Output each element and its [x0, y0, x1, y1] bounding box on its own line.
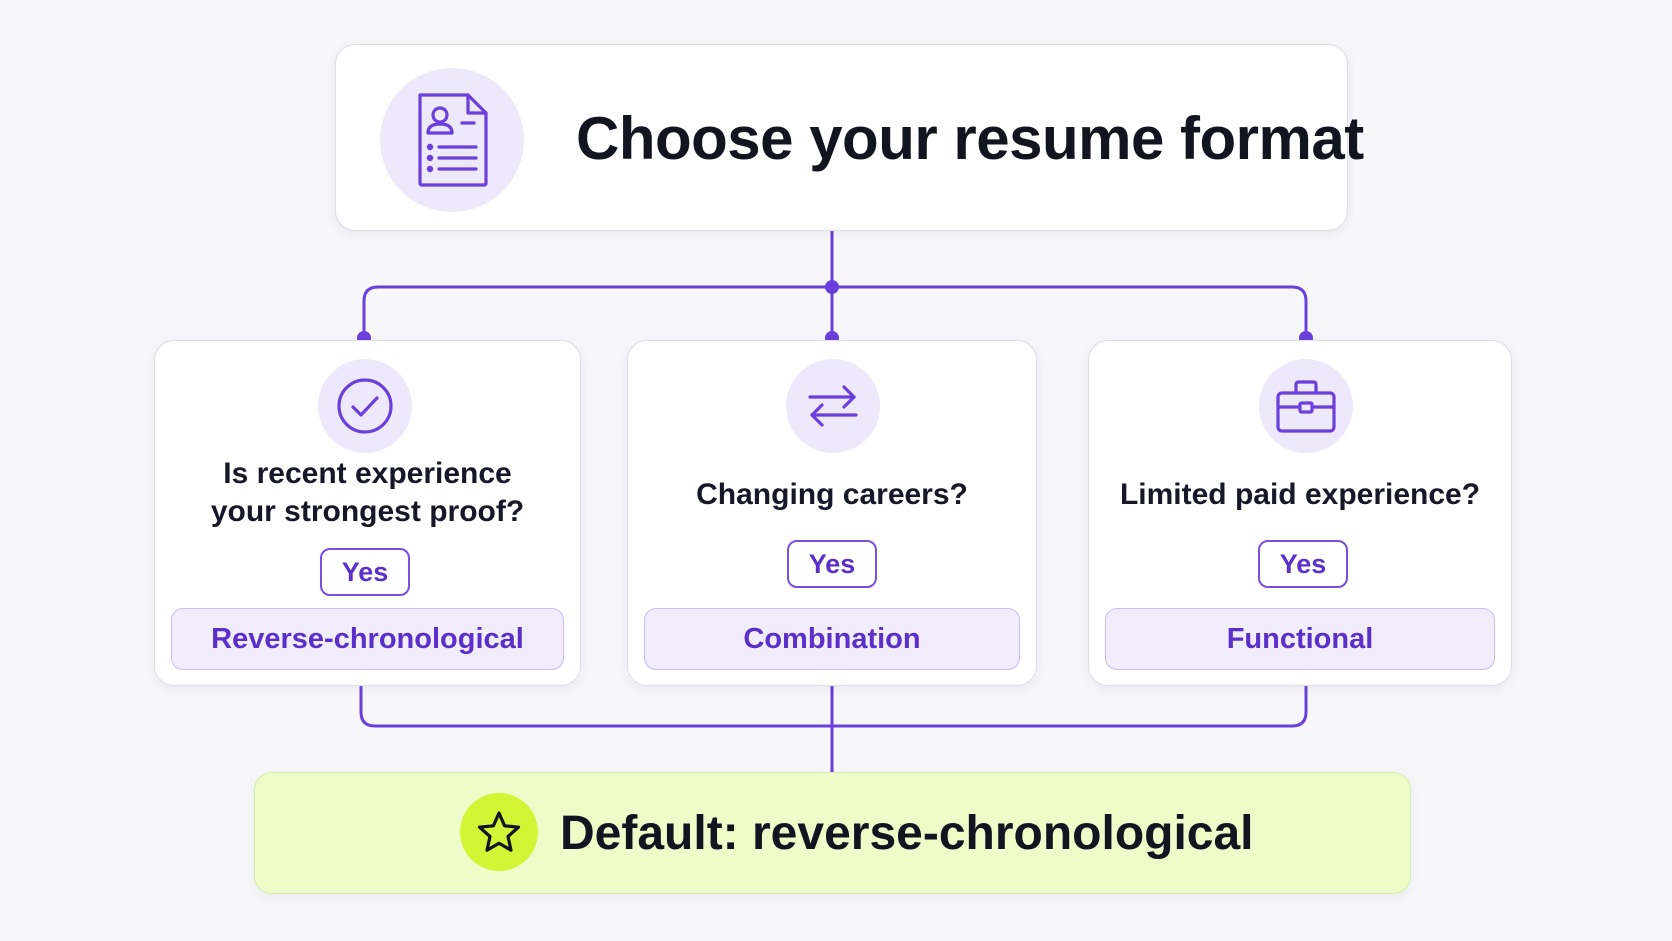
default-label: Default: reverse-chronological	[560, 806, 1254, 860]
swap-arrows-icon	[786, 359, 880, 453]
branch-card-limited-experience: Limited paid experience? Yes Functional	[1088, 340, 1512, 686]
question-line: your strongest proof?	[210, 495, 525, 528]
branch-question: Is recent experience your strongest proo…	[165, 455, 570, 531]
star-icon	[460, 793, 538, 871]
connector-top-bar	[362, 285, 1308, 340]
question-line: Is recent experience	[223, 457, 512, 490]
question-line: Changing careers?	[696, 478, 968, 511]
connector-junction-dot	[825, 280, 839, 294]
branch-question: Changing careers?	[638, 476, 1026, 514]
branch-card-recent-experience: Is recent experience your strongest proo…	[154, 340, 581, 686]
default-card: Default: reverse-chronological	[254, 772, 1411, 894]
result-functional: Functional	[1105, 608, 1495, 670]
branch-question: Limited paid experience?	[1099, 476, 1501, 514]
yes-button[interactable]: Yes	[320, 548, 410, 596]
title-card: Choose your resume format	[335, 44, 1364, 231]
result-combination: Combination	[644, 608, 1020, 670]
briefcase-icon	[1259, 359, 1353, 453]
yes-button[interactable]: Yes	[787, 540, 877, 588]
question-line: Limited paid experience?	[1119, 478, 1481, 511]
yes-button[interactable]: Yes	[1258, 540, 1348, 588]
resume-document-icon	[380, 68, 524, 212]
page-title: Choose your resume format	[576, 105, 1364, 172]
result-reverse-chronological: Reverse-chronological	[171, 608, 564, 670]
checkmark-circle-icon	[318, 359, 412, 453]
branch-card-changing-careers: Changing careers? Yes Combination	[627, 340, 1037, 686]
